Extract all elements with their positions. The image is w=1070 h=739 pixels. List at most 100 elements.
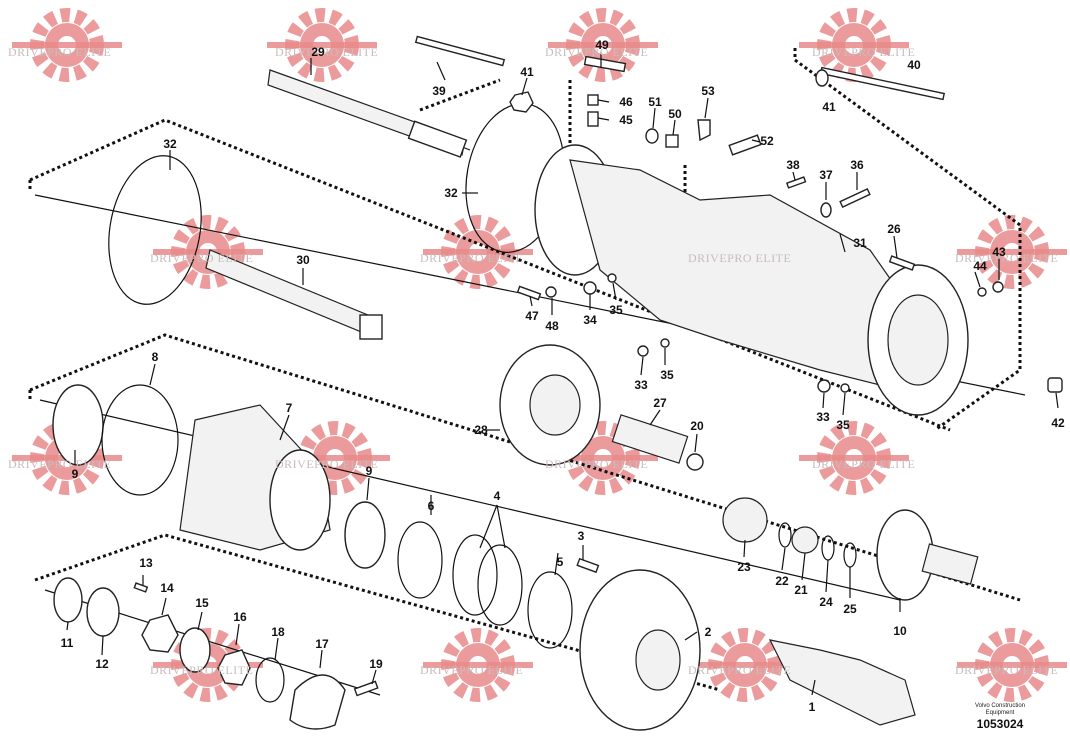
watermark-texts: DRIVEPRO ELITE DRIVEPRO ELITE DRIVEPRO E… — [8, 45, 1058, 677]
part-label: 28 — [474, 423, 488, 437]
part-label: 37 — [819, 168, 833, 182]
ring-5 — [527, 571, 573, 649]
part-label: 22 — [775, 574, 789, 588]
washer-51 — [645, 128, 659, 144]
part-label: 25 — [843, 602, 857, 616]
part-label: 38 — [786, 158, 800, 172]
part-label: 45 — [619, 113, 633, 127]
washer-35a — [607, 273, 617, 283]
part-label: 42 — [1051, 416, 1065, 430]
part-label: 48 — [545, 319, 559, 333]
part-label: 1 — [809, 700, 816, 714]
part-label: 40 — [907, 58, 921, 72]
watermark-text: DRIVEPRO ELITE — [812, 45, 915, 59]
bolt-3 — [576, 557, 600, 574]
axle-housing-31 — [534, 144, 969, 416]
watermark-text: DRIVEPRO ELITE — [150, 663, 253, 677]
part-label: 13 — [139, 556, 153, 570]
plug-33a — [637, 345, 649, 357]
circlip-24 — [821, 535, 835, 561]
watermark-text: DRIVEPRO ELITE — [150, 251, 253, 265]
part-label: 50 — [668, 107, 682, 121]
drawing-number: 1053024 — [976, 717, 1024, 731]
part-label: 41 — [520, 65, 534, 79]
part-label: 33 — [816, 410, 830, 424]
watermark-text: DRIVEPRO ELITE — [8, 457, 111, 471]
part-label: 20 — [690, 419, 704, 433]
part-label: 6 — [428, 499, 435, 513]
bolt-19 — [353, 680, 379, 697]
part-label: 51 — [648, 95, 662, 109]
part-label: 39 — [432, 84, 446, 98]
washer-41-right — [815, 69, 829, 87]
part-label: 8 — [152, 350, 159, 364]
washer-12 — [86, 587, 120, 637]
part-label: 9 — [72, 467, 79, 481]
washer-35c — [840, 383, 850, 393]
pin-39 — [414, 35, 506, 67]
part-label: 41 — [822, 100, 836, 114]
breather-45 — [587, 111, 599, 127]
part-label: 35 — [660, 368, 674, 382]
part-label: 29 — [311, 45, 325, 59]
part-label: 31 — [853, 236, 867, 250]
watermark-text: DRIVEPRO ELITE — [955, 251, 1058, 265]
part-label: 53 — [701, 84, 715, 98]
nut-14 — [141, 614, 179, 653]
ring-4a — [452, 534, 498, 616]
ring-4b — [477, 544, 523, 626]
part-label: 17 — [315, 637, 329, 651]
part-label: 27 — [653, 396, 667, 410]
part-label: 18 — [271, 625, 285, 639]
washer-35b — [660, 338, 670, 348]
part-label: 35 — [836, 418, 850, 432]
brand-label: Volvo Construction Equipment — [974, 703, 1026, 716]
fitting-46 — [587, 94, 599, 106]
drive-shaft-29 — [267, 69, 468, 158]
part-label: 49 — [595, 38, 609, 52]
part-label: 43 — [992, 245, 1006, 259]
pin-38 — [785, 176, 807, 189]
part-label: 23 — [737, 560, 751, 574]
washer-44 — [977, 287, 987, 297]
bolt-26 — [888, 255, 916, 271]
washer-37 — [820, 202, 832, 218]
part-label: 19 — [369, 657, 383, 671]
sensor-52 — [728, 134, 762, 156]
part-label: 30 — [296, 253, 310, 267]
watermark-text: DRIVEPRO ELITE — [8, 45, 111, 59]
pin-13 — [133, 582, 149, 593]
watermark-text: DRIVEPRO ELITE — [420, 251, 523, 265]
part-label: 7 — [286, 401, 293, 415]
watermark-text: DRIVEPRO ELITE — [545, 45, 648, 59]
part-label: 24 — [819, 595, 833, 609]
washer-25 — [843, 542, 857, 568]
part-label: 16 — [233, 610, 247, 624]
watermark-text: DRIVEPRO ELITE — [688, 251, 791, 265]
part-label: 32 — [444, 186, 458, 200]
plug-50 — [665, 134, 679, 148]
nut-16 — [217, 649, 251, 686]
leader-lines — [66, 52, 1059, 696]
seal-11 — [53, 577, 83, 623]
part-label: 9 — [366, 464, 373, 478]
seal-9-left — [52, 384, 104, 466]
plug-42 — [1047, 377, 1063, 393]
brake-unit-28 — [499, 344, 601, 466]
half-shaft-30 — [205, 249, 383, 340]
watermark-text: DRIVEPRO ELITE — [275, 45, 378, 59]
circlip-22 — [778, 522, 792, 548]
part-label: 14 — [160, 581, 174, 595]
part-label: 4 — [494, 489, 501, 503]
planetary-housing-7 — [179, 404, 331, 551]
part-label: 33 — [634, 378, 648, 392]
watermark-text: DRIVEPRO ELITE — [545, 457, 648, 471]
part-label: 21 — [794, 583, 808, 597]
wheel-hub-2 — [579, 569, 701, 731]
o-ring-32-left — [108, 155, 202, 305]
plug-34 — [583, 281, 597, 295]
nut-48 — [545, 286, 557, 298]
part-label: 32 — [163, 137, 177, 151]
part-label: 3 — [578, 529, 585, 543]
